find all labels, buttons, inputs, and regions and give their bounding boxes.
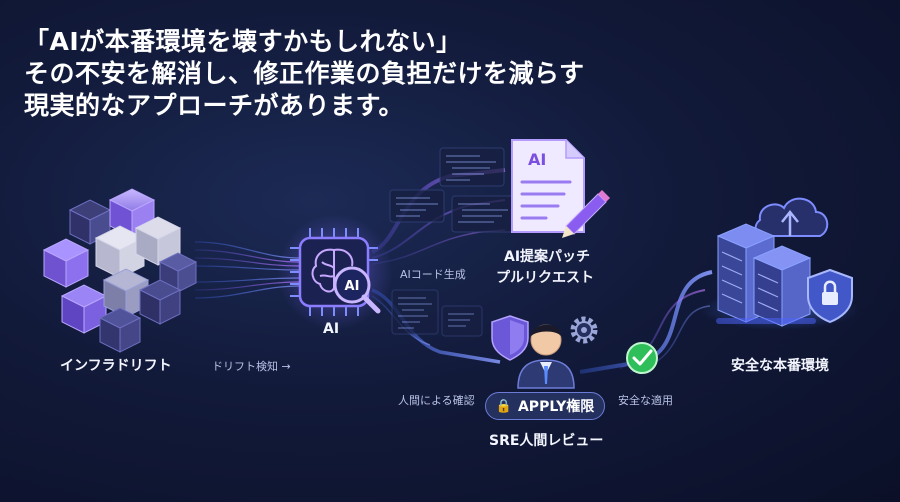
patch-doc-title: AI bbox=[528, 150, 546, 169]
label-safe-prod: 安全な本番環境 bbox=[731, 358, 829, 374]
label-patch-line1: AI提案パッチ bbox=[504, 249, 591, 265]
label-drift-detect: ドリフト検知 → bbox=[212, 360, 291, 373]
headline-line-1: 「AIが本番環境を壊すかもしれない」 bbox=[24, 27, 462, 56]
server-icon bbox=[716, 223, 816, 327]
label-ai-codegen: AIコード生成 bbox=[400, 268, 466, 281]
cloud-icon bbox=[754, 197, 829, 237]
label-ai: AI bbox=[323, 321, 340, 337]
pencil-icon bbox=[562, 190, 610, 238]
headline-line-2: その不安を解消し、修正作業の負担だけを減らす bbox=[24, 59, 585, 88]
gear-icon bbox=[570, 316, 598, 344]
ai-chip-text: AI bbox=[345, 279, 360, 294]
person-icon bbox=[517, 324, 575, 389]
label-sre-review: SRE人間レビュー bbox=[489, 433, 604, 449]
lock-shield-icon bbox=[807, 268, 853, 324]
apply-badge-label: APPLY権限 bbox=[517, 399, 595, 415]
headline: 「AIが本番環境を壊すかもしれない」 その不安を解消し、修正作業の負担だけを減ら… bbox=[24, 26, 644, 122]
document-icon: AI bbox=[511, 139, 585, 233]
code-snippets-bottom bbox=[391, 289, 483, 337]
label-patch-line2: プルリクエスト bbox=[496, 270, 594, 286]
apply-permission-badge: 🔒 APPLY権限 bbox=[485, 392, 605, 420]
label-human-check: 人間による確認 bbox=[398, 394, 475, 407]
cubes-icon bbox=[42, 188, 198, 353]
magnifier-icon: AI bbox=[333, 266, 381, 314]
check-icon bbox=[626, 342, 658, 374]
lock-icon: 🔒 bbox=[495, 398, 512, 414]
shield-icon bbox=[491, 315, 529, 361]
label-safe-apply: 安全な適用 bbox=[618, 394, 673, 407]
label-infra-drift: インフラドリフト bbox=[60, 358, 172, 374]
headline-line-3: 現実的なアプローチがあります。 bbox=[24, 91, 405, 120]
code-snippets-top bbox=[389, 147, 519, 233]
